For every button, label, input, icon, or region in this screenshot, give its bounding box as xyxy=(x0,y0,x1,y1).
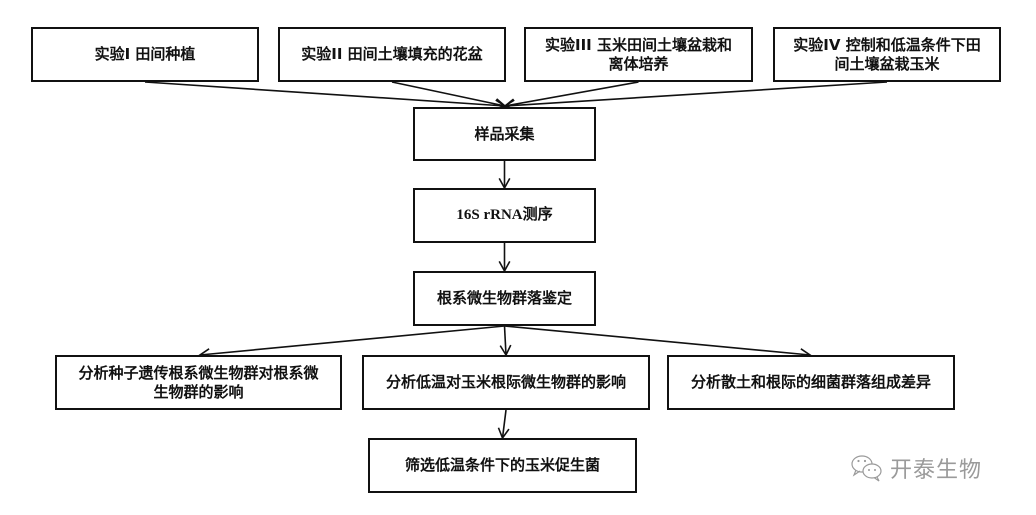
node-label-line-1: 实验III 玉米田间土壤盆栽和 xyxy=(545,35,732,54)
node-label-line-2: 离体培养 xyxy=(608,54,669,73)
node-screening-growth-promoting-bacteria: 筛选低温条件下的玉米促生菌 xyxy=(368,438,637,493)
node-label: 根系微生物群落鉴定 xyxy=(436,289,572,307)
node-label: 分析散土和根际的细菌群落组成差异 xyxy=(690,373,931,391)
watermark-text: 开泰生物 xyxy=(890,458,983,483)
edge-identification-to-analysis_genetic xyxy=(199,325,505,356)
node-label-line-2: 生物群的影响 xyxy=(153,382,244,401)
edge-exp1-to-sampling xyxy=(144,81,506,107)
node-experiment-4: 实验IV 控制和低温条件下田 间土壤盆栽玉米 xyxy=(773,27,1001,82)
node-analysis-low-temperature: 分析低温对玉米根际微生物群的影响 xyxy=(362,355,650,410)
watermark: 开泰生物 xyxy=(850,452,982,484)
node-label-line-2: 间土壤盆栽玉米 xyxy=(834,54,940,73)
node-label: 分析低温对玉米根际微生物群的影响 xyxy=(385,373,626,391)
node-label: 样品采集 xyxy=(474,124,535,143)
node-community-identification: 根系微生物群落鉴定 xyxy=(413,271,596,326)
node-experiment-3: 实验III 玉米田间土壤盆栽和 离体培养 xyxy=(524,27,753,82)
node-experiment-1: 实验I 田间种植 xyxy=(31,27,259,82)
node-16s-sequencing: 16S rRNA测序 xyxy=(413,188,596,243)
edge-exp2-to-sampling xyxy=(391,81,506,107)
edge-identification-to-analysis_lowtemp xyxy=(503,325,507,356)
node-sample-collection: 样品采集 xyxy=(413,107,596,161)
node-label: 筛选低温条件下的玉米促生菌 xyxy=(404,456,600,474)
edge-analysis_lowtemp-to-screening xyxy=(501,409,507,439)
node-label-line-1: 实验IV 控制和低温条件下田 xyxy=(793,35,981,54)
node-label: 16S rRNA测序 xyxy=(456,207,553,223)
node-analysis-seed-genetics: 分析种子遗传根系微生物群对根系微 生物群的影响 xyxy=(55,355,342,410)
node-label-line-1: 分析种子遗传根系微生物群对根系微 xyxy=(78,363,319,382)
node-experiment-2: 实验II 田间土壤填充的花盆 xyxy=(278,27,506,82)
edge-exp4-to-sampling xyxy=(504,81,888,107)
node-analysis-bulk-vs-rhizosphere: 分析散土和根际的细菌群落组成差异 xyxy=(667,355,955,410)
edge-identification-to-analysis_soil xyxy=(504,325,811,356)
node-label: 实验I 田间种植 xyxy=(94,45,196,63)
wechat-icon xyxy=(851,455,882,482)
edge-exp3-to-sampling xyxy=(504,81,639,107)
node-label: 实验II 田间土壤填充的花盆 xyxy=(301,45,483,63)
